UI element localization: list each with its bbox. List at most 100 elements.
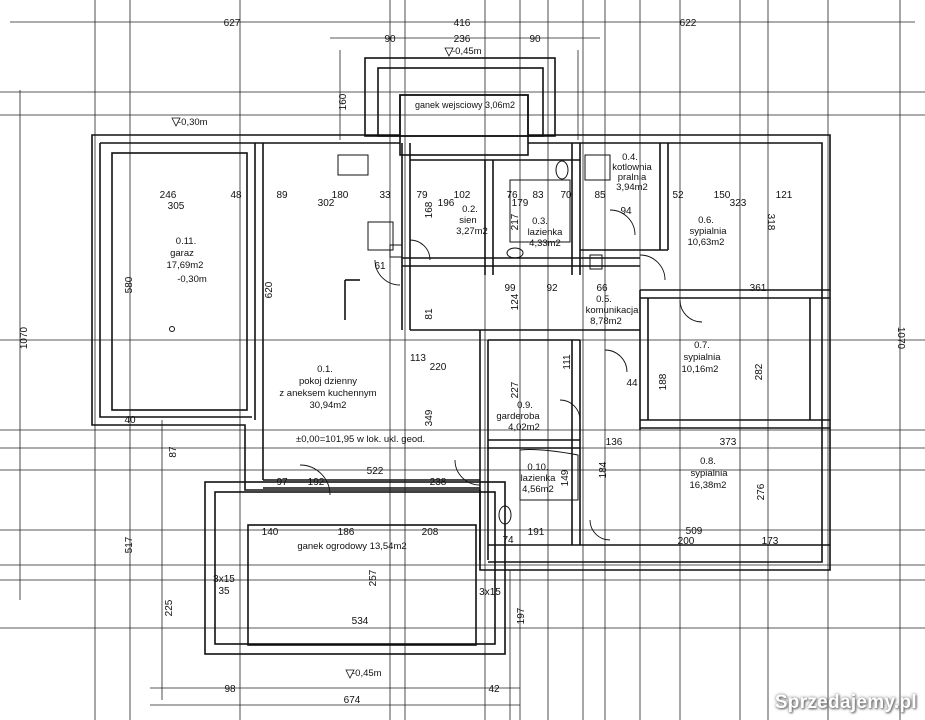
dim-173: 173	[762, 536, 779, 547]
stove	[367, 221, 394, 251]
dim-246: 246	[160, 190, 177, 201]
dim-674: 674	[344, 695, 361, 706]
fixtures	[169, 154, 611, 525]
living-area: 30,94m2	[310, 400, 347, 411]
bed2-name: sypialnia	[684, 352, 722, 363]
dimension-labels: 627 416 622 90 236 90 1070 1070 580 620 …	[19, 18, 906, 706]
bed1-name: sypialnia	[690, 226, 728, 237]
dim-102: 102	[454, 190, 471, 201]
dim-318: 318	[765, 214, 776, 231]
dim-70: 70	[560, 190, 572, 201]
garage-num: 0.11.	[176, 236, 196, 247]
dim-238: 238	[430, 477, 447, 488]
bath1-area: 4,33m2	[529, 238, 561, 249]
dim-622: 622	[680, 18, 697, 29]
bed2-num: 0.7.	[694, 340, 710, 351]
dim-200: 200	[678, 536, 695, 547]
boiler-name2: pralnia	[618, 172, 647, 183]
boiler-2	[589, 254, 603, 270]
dim-416: 416	[454, 18, 471, 29]
dim-81: 81	[424, 308, 435, 320]
dim-87: 87	[168, 446, 179, 458]
dim-580: 580	[124, 276, 135, 293]
dim-257: 257	[368, 569, 379, 586]
dim-180: 180	[332, 190, 349, 201]
bed1-area: 10,63m2	[688, 237, 725, 248]
dim-517: 517	[124, 536, 135, 553]
vestibule-num: 0.2.	[462, 204, 478, 215]
door-swings	[299, 209, 703, 541]
dim-1070-left: 1070	[19, 326, 30, 349]
dim-33: 33	[379, 190, 391, 201]
dim-361: 361	[750, 283, 767, 294]
living-name1: pokoj dzienny	[299, 376, 357, 387]
dim-217: 217	[510, 213, 521, 230]
bath1-num: 0.3.	[532, 216, 548, 227]
level-garden: -0,45m	[352, 668, 382, 679]
dim-99: 99	[504, 283, 516, 294]
dim-124: 124	[510, 293, 521, 310]
bath2-area: 4,56m2	[522, 484, 554, 495]
dim-282: 282	[754, 363, 765, 380]
dim-40: 40	[124, 415, 136, 426]
dim-168: 168	[424, 201, 435, 218]
dim-92: 92	[546, 283, 558, 294]
dim-186: 186	[338, 527, 355, 538]
toilet-1	[555, 160, 569, 180]
dim-98: 98	[224, 684, 236, 695]
bed1-num: 0.6.	[698, 215, 714, 226]
dim-121: 121	[776, 190, 793, 201]
fridge	[389, 244, 403, 258]
dim-44: 44	[626, 378, 638, 389]
sink-bath-1	[506, 247, 524, 259]
dim-305: 305	[168, 201, 185, 212]
bath2-name: lazienka	[521, 473, 557, 484]
boiler-name1: kotlownia	[612, 162, 652, 173]
dim-349: 349	[424, 409, 435, 426]
walls	[91, 57, 831, 655]
dim-52: 52	[672, 190, 684, 201]
dim-140: 140	[262, 527, 279, 538]
dim-149: 149	[560, 469, 571, 486]
dim-197: 197	[516, 607, 527, 624]
dim-225: 225	[164, 599, 175, 616]
dim-136: 136	[606, 437, 623, 448]
dim-90a: 90	[384, 34, 396, 45]
dim-94: 94	[620, 206, 632, 217]
dim-509: 509	[686, 526, 703, 537]
dim-276: 276	[756, 483, 767, 500]
dim-236: 236	[454, 34, 471, 45]
garage-level: -0,30m	[177, 274, 207, 285]
dim-3x15-a: 3x15	[213, 574, 235, 585]
entrance-porch-label: ganek wejsciowy 3,06m2	[415, 100, 515, 110]
kitchen-sink	[337, 154, 369, 176]
hall-area: 8,78m2	[590, 316, 622, 327]
dim-220: 220	[430, 362, 447, 373]
bed3-name: sypialnia	[691, 468, 729, 479]
dim-620: 620	[264, 281, 275, 298]
dim-302: 302	[318, 198, 335, 209]
living-num: 0.1.	[317, 364, 333, 375]
vestibule-area: 3,27m2	[456, 226, 488, 237]
dim-89: 89	[276, 190, 288, 201]
dim-323: 323	[730, 198, 747, 209]
dim-627: 627	[224, 18, 241, 29]
level-garage-top: -0,30m	[178, 117, 208, 128]
living-name2: z aneksem kuchennym	[279, 388, 376, 399]
dim-61: 61	[374, 261, 386, 272]
dim-373: 373	[720, 437, 737, 448]
dim-83: 83	[532, 190, 544, 201]
dim-150: 150	[714, 190, 731, 201]
dim-227: 227	[510, 381, 521, 398]
dim-534: 534	[352, 616, 369, 627]
wardrobe-name: garderoba	[496, 411, 540, 422]
wardrobe-area: 4,02m2	[508, 422, 540, 433]
boiler-area: 3,94m2	[616, 182, 648, 193]
dim-208: 208	[422, 527, 439, 538]
dim-184: 184	[598, 461, 609, 478]
bed3-num: 0.8.	[700, 456, 716, 467]
dim-522: 522	[367, 466, 384, 477]
dim-179: 179	[512, 198, 529, 209]
bathtub	[509, 179, 571, 243]
